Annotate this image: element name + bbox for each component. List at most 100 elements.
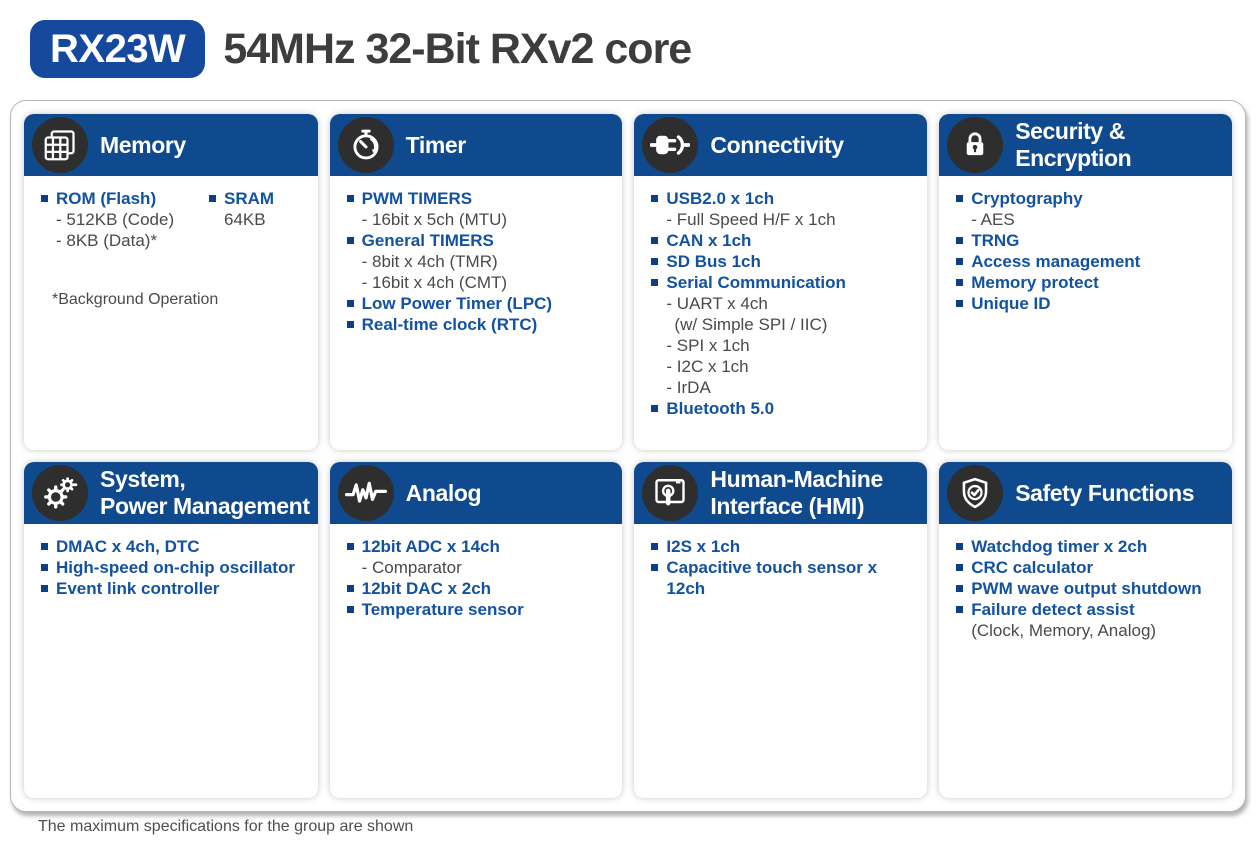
feature-item: High-speed on-chip oscillator [40, 557, 295, 578]
memory-icon [32, 117, 88, 173]
square-bullet-icon [956, 258, 964, 265]
feature-text: - Full Speed H/F x 1ch [666, 210, 836, 229]
card-header-safety: Safety Functions [939, 462, 1232, 524]
square-bullet-icon [346, 237, 354, 244]
square-bullet-icon [346, 321, 354, 328]
analog-icon [337, 465, 394, 521]
feature-text: (Clock, Memory, Analog) [971, 621, 1157, 640]
square-bullet-icon [651, 195, 659, 202]
feature-item: TRNG [955, 230, 1140, 251]
square-bullet-icon [651, 564, 659, 571]
feature-item: PWM TIMERS [346, 188, 553, 209]
feature-text: Bluetooth 5.0 [666, 399, 775, 418]
feature-subitem: - I2C x 1ch [650, 356, 845, 377]
feature-subitem: - 16bit x 4ch (CMT) [346, 272, 553, 293]
square-bullet-icon [956, 606, 964, 613]
feature-item: Low Power Timer (LPC) [346, 293, 553, 314]
square-bullet-icon [41, 585, 48, 592]
square-bullet-icon [346, 585, 354, 592]
system-icon [32, 465, 88, 521]
card-header-connectivity: Connectivity [634, 114, 928, 176]
card-title: Security &Encryption [1015, 118, 1132, 172]
feature-text: CAN x 1ch [666, 231, 752, 250]
card-title: Timer [406, 132, 467, 159]
feature-item: Cryptography [955, 188, 1140, 209]
feature-subitem: 64KB [208, 209, 274, 230]
feature-text: Unique ID [971, 294, 1051, 313]
feature-text: - IrDA [666, 378, 711, 397]
feature-text: High-speed on-chip oscillator [56, 558, 295, 577]
feature-text: PWM TIMERS [361, 189, 473, 208]
feature-text: - SPI x 1ch [666, 336, 750, 355]
feature-text: 12bit DAC x 2ch [361, 579, 492, 598]
feature-item: General TIMERS [346, 230, 553, 251]
feature-text: Real-time clock (RTC) [361, 315, 538, 334]
card-title: Analog [406, 480, 482, 507]
feature-subitem: (Clock, Memory, Analog) [955, 620, 1201, 641]
chip-name: RX23W [50, 26, 186, 71]
feature-text: TRNG [971, 231, 1020, 250]
feature-text: - 8KB (Data)* [56, 231, 158, 250]
feature-text: 12bit ADC x 14ch [361, 537, 500, 556]
feature-column: PWM TIMERS- 16bit x 5ch (MTU)General TIM… [346, 188, 553, 335]
feature-text: Cryptography [971, 189, 1083, 208]
feature-item: Real-time clock (RTC) [346, 314, 553, 335]
card-title-line: Connectivity [710, 131, 844, 158]
square-bullet-icon [209, 195, 216, 202]
feature-text: SRAM [224, 189, 275, 208]
feature-text: Serial Communication [666, 273, 846, 292]
feature-subitem: - IrDA [650, 377, 845, 398]
feature-column: ROM (Flash) - 512KB (Code) - 8KB (Data)* [40, 188, 198, 251]
feature-columns: PWM TIMERS- 16bit x 5ch (MTU)General TIM… [346, 188, 609, 335]
feature-item: Failure detect assist [955, 599, 1201, 620]
feature-subitem: - Comparator [346, 557, 524, 578]
square-bullet-icon [651, 279, 659, 286]
timer-icon [337, 117, 394, 173]
feature-text: - 512KB (Code) [56, 210, 175, 229]
feature-text: SD Bus 1ch [666, 252, 761, 271]
card-title-line: Interface (HMI) [710, 493, 865, 519]
feature-item: Temperature sensor [346, 599, 524, 620]
feature-item: USB2.0 x 1ch [650, 188, 845, 209]
feature-text: - UART x 4ch [666, 294, 768, 313]
feature-text: ROM (Flash) [56, 189, 157, 208]
feature-item: CAN x 1ch [650, 230, 845, 251]
card-note: *Background Operation [52, 291, 219, 308]
card-title-line: Security & [1015, 118, 1125, 144]
square-bullet-icon [41, 543, 48, 550]
feature-text: - 16bit x 4ch (CMT) [361, 273, 508, 292]
connectivity-icon [642, 117, 699, 173]
feature-text: Access management [971, 252, 1141, 271]
feature-item: Capacitive touch sensor x 12ch [650, 557, 913, 599]
feature-text: Memory protect [971, 273, 1099, 292]
feature-text: I2S x 1ch [666, 537, 741, 556]
feature-text: - I2C x 1ch [666, 357, 749, 376]
square-bullet-icon [651, 543, 659, 550]
feature-text: Low Power Timer (LPC) [361, 294, 553, 313]
feature-subitem: (w/ Simple SPI / IIC) [650, 314, 845, 335]
feature-item: Unique ID [955, 293, 1140, 314]
feature-item: Serial Communication [650, 272, 846, 293]
card-header-timer: Timer [329, 114, 623, 176]
feature-item: Access management [955, 251, 1140, 272]
feature-text: USB2.0 x 1ch [666, 189, 775, 208]
square-bullet-icon [346, 300, 354, 307]
square-bullet-icon [346, 543, 354, 550]
card-header-memory: Memory [24, 114, 318, 176]
feature-subitem: - 8KB (Data)* [40, 230, 198, 251]
square-bullet-icon [41, 564, 48, 571]
